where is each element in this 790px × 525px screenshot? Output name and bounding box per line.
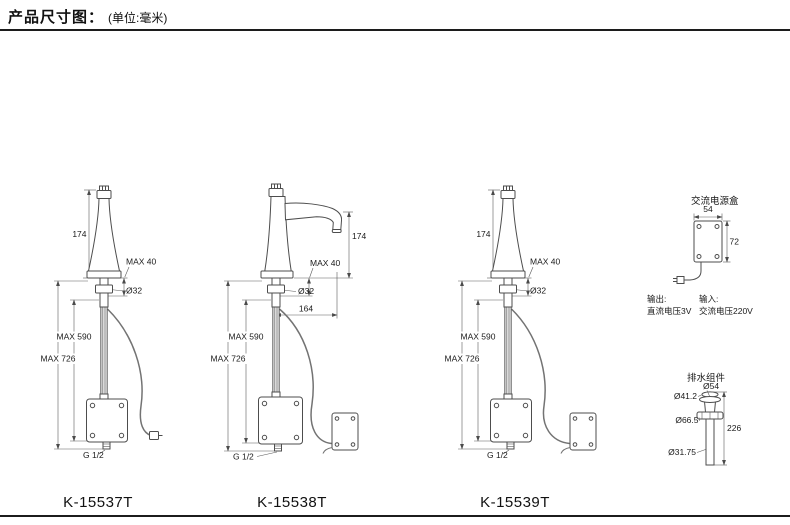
spout — [284, 202, 343, 230]
supply-hose — [272, 305, 280, 399]
drain-tailpipe — [705, 418, 715, 466]
dim-thread-2: G 1/2 — [233, 452, 254, 462]
dim-deck-3: MAX 40 — [530, 257, 561, 267]
power-box-body — [693, 220, 723, 263]
faucet-diagram-2: 174 MAX 40 Ø32 164 MAX 590 MAX 726 G 1/2 — [209, 183, 366, 462]
faucet-body-3 — [490, 185, 526, 308]
drain-diagram: 排水组件 Ø54 Ø41.2 Ø66.5 226 Ø31.75 — [668, 372, 741, 466]
page-header: 产品尺寸图： (单位:毫米) — [8, 6, 167, 27]
control-box-3 — [490, 393, 532, 450]
faucet-body-2 — [260, 183, 343, 308]
power-box-width: 54 — [703, 204, 713, 214]
faucet-diagram-3: 174 MAX 40 Ø32 MAX 590 MAX 726 G 1/2 — [443, 185, 597, 460]
footer-divider — [0, 515, 790, 517]
dim-hose-2: MAX 590 — [229, 332, 264, 342]
power-box-diagram: 交流电源盒 54 72 输出: 直流电压3V 输入: 交流电压220V — [647, 195, 753, 316]
dim-height-2: 174 — [352, 231, 366, 241]
power-box-title: 交流电源盒 — [691, 195, 739, 207]
unit-note: (单位:毫米) — [108, 11, 168, 25]
dim-shank-2: Ø32 — [298, 286, 314, 296]
dim-shank-1: Ø32 — [126, 286, 142, 296]
output-label: 输出: — [647, 294, 666, 304]
power-cord — [684, 262, 702, 281]
aerator — [331, 229, 342, 233]
dim-thread-1: G 1/2 — [83, 450, 104, 460]
dim-reach-2: 164 — [299, 304, 313, 314]
external-box-2 — [322, 412, 359, 454]
supply-hose — [504, 305, 512, 401]
power-plug — [676, 276, 685, 284]
output-value: 直流电压3V — [647, 306, 692, 316]
model-label-3: K-15539T — [480, 494, 550, 511]
dim-height-3: 174 — [476, 229, 490, 239]
dim-thread-3: G 1/2 — [487, 450, 508, 460]
dim-height-1: 174 — [72, 229, 86, 239]
dim-deck-1: MAX 40 — [126, 257, 157, 267]
sensor-cable — [279, 308, 332, 445]
drain-length: 226 — [727, 423, 741, 433]
dim-shank-3: Ø32 — [530, 286, 546, 296]
sensor-cable — [510, 308, 570, 445]
external-box-3 — [560, 412, 597, 454]
cable-plug — [149, 431, 159, 440]
drain-title: 排水组件 — [687, 372, 726, 384]
supply-hose — [100, 305, 108, 401]
dim-total-3: MAX 726 — [445, 354, 480, 364]
dim-total-2: MAX 726 — [211, 354, 246, 364]
dim-hose-3: MAX 590 — [461, 332, 496, 342]
sensor-cable — [106, 308, 152, 437]
input-label: 输入: — [699, 294, 718, 304]
drain-top-dia: Ø54 — [703, 381, 719, 391]
control-box-1 — [86, 393, 128, 450]
dim-lines-1 — [54, 189, 130, 455]
model-label-2: K-15538T — [257, 494, 327, 511]
header-divider — [0, 29, 790, 31]
dim-deck-2: MAX 40 — [310, 258, 341, 268]
dim-hose-1: MAX 590 — [57, 332, 92, 342]
faucet-diagram-1: 174 MAX 40 Ø32 MAX 590 MAX 726 G 1/2 — [39, 185, 163, 460]
input-value: 交流电压220V — [699, 306, 753, 316]
dim-total-1: MAX 726 — [41, 354, 76, 364]
drain-flange — [699, 396, 721, 403]
faucet-body-1 — [86, 185, 122, 308]
control-box-2 — [258, 391, 303, 452]
model-label-1: K-15537T — [63, 494, 133, 511]
power-box-height: 72 — [730, 237, 740, 247]
drain-cap-dia: Ø41.2 — [674, 391, 697, 401]
drain-tail-dia: Ø31.75 — [668, 447, 696, 457]
drain-nut-dia: Ø66.5 — [675, 415, 698, 425]
page-title: 产品尺寸图： — [8, 9, 105, 26]
dim-lines-3 — [458, 189, 534, 455]
